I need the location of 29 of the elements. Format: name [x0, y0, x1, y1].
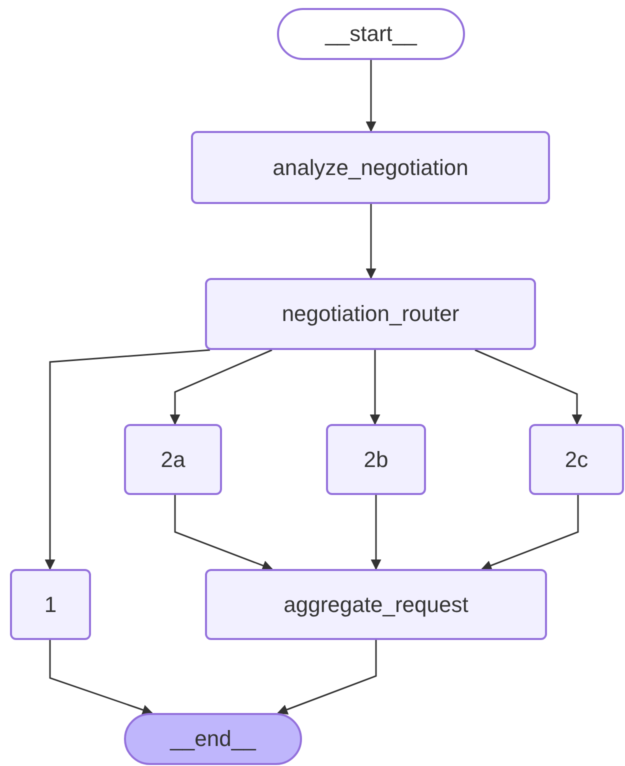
node-label: 2a [160, 446, 186, 472]
process-box [191, 131, 550, 204]
process-box [326, 424, 426, 495]
process-box [529, 424, 624, 495]
terminal-node [124, 713, 302, 765]
arrow [474, 349, 582, 426]
node-label: 2c [564, 446, 588, 472]
arrow [366, 60, 376, 132]
process-box [124, 424, 222, 495]
process-box [205, 278, 536, 350]
arrow [366, 204, 376, 280]
arrow [170, 349, 272, 426]
arrow [481, 495, 579, 570]
node-label: __end__ [170, 726, 256, 752]
node-label: __start__ [325, 21, 417, 47]
terminal-node [277, 8, 465, 60]
arrow [49, 640, 153, 715]
node-label: 1 [44, 592, 57, 618]
arrow [174, 495, 273, 571]
arrow [370, 350, 380, 426]
node-label: aggregate_request [284, 592, 468, 618]
node-label: 2b [364, 446, 388, 472]
process-box [205, 569, 547, 640]
node-label: analyze_negotiation [272, 154, 468, 180]
arrow [44, 349, 210, 570]
process-box [10, 569, 91, 640]
arrow [277, 640, 377, 715]
arrow [370, 495, 382, 570]
node-label: negotiation_router [282, 301, 460, 327]
